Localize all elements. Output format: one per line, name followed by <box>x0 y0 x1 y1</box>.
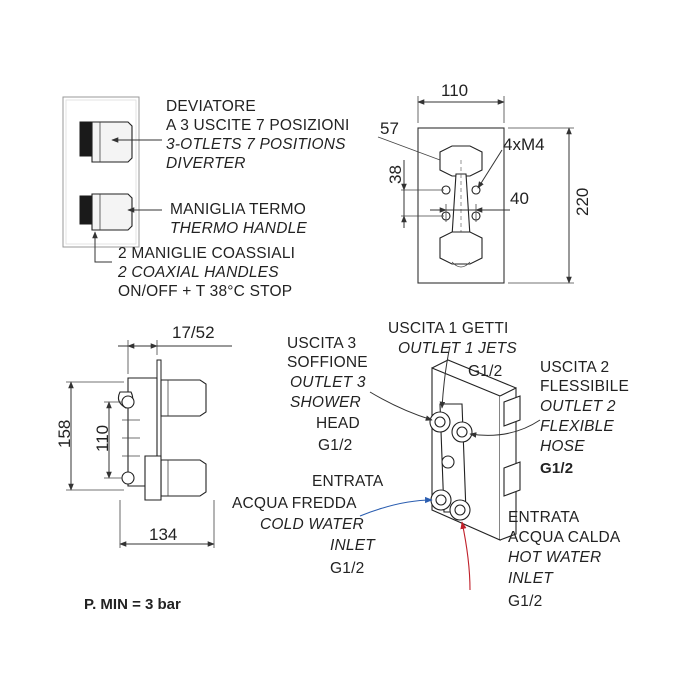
cold-leader <box>359 496 433 517</box>
deviator-label-1: DEVIATORE <box>166 98 256 115</box>
out2-label-6: G1/2 <box>540 460 573 477</box>
front-dimension-drawing <box>417 127 505 284</box>
hot-label-3: HOT WATER <box>508 549 601 566</box>
coaxial-label-1: 2 MANIGLIE COASSIALI <box>118 245 295 262</box>
coaxial-label-3: ON/OFF + T 38°C STOP <box>118 283 292 300</box>
out3-label-4: SHOWER <box>290 394 361 411</box>
isometric-drawing <box>429 359 521 541</box>
out1-label-2: OUTLET 1 JETS <box>398 340 517 357</box>
out2-label-2: FLESSIBILE <box>540 378 629 395</box>
out1-leader <box>439 345 451 409</box>
front-plate-drawing <box>62 96 140 248</box>
cold-label-2: ACQUA FREDDA <box>232 495 357 512</box>
cold-label-5: G1/2 <box>330 560 364 577</box>
coaxial-leader <box>92 231 112 263</box>
out1-label-3: G1/2 <box>468 363 502 380</box>
out3-leader <box>369 391 433 421</box>
thermo-label-2: THERMO HANDLE <box>170 220 307 237</box>
coaxial-label-2: 2 COAXIAL HANDLES <box>117 264 279 281</box>
side-view-drawing <box>117 359 207 501</box>
out1-label-1: USCITA 1 GETTI <box>388 320 509 337</box>
out3-label-5: HEAD <box>316 415 360 432</box>
screws-label: 4xM4 <box>503 135 545 154</box>
pressure-note: P. MIN = 3 bar <box>84 596 181 613</box>
dim-134-label: 134 <box>149 525 177 544</box>
deviator-label-2: A 3 USCITE 7 POSIZIONI <box>166 117 350 134</box>
out2-label-3: OUTLET 2 <box>540 398 616 415</box>
hot-label-1: ENTRATA <box>508 509 580 526</box>
hot-label-2: ACQUA CALDA <box>508 529 621 546</box>
out3-label-2: SOFFIONE <box>287 354 368 371</box>
dim-57-label: 57 <box>380 119 399 138</box>
dim-38-label: 38 <box>386 165 405 184</box>
out2-leader <box>469 419 541 438</box>
out2-label-1: USCITA 2 <box>540 359 609 376</box>
dim-110-side-label: 110 <box>93 425 112 452</box>
hot-label-4: INLET <box>508 570 554 587</box>
out3-label-3: OUTLET 3 <box>290 374 366 391</box>
out3-label-1: USCITA 3 <box>287 335 356 352</box>
hot-label-5: G1/2 <box>508 593 542 610</box>
dim-17-52-label: 17/52 <box>172 323 215 342</box>
out2-label-5: HOSE <box>540 438 585 455</box>
thermo-label-1: MANIGLIA TERMO <box>170 201 306 218</box>
deviator-label-4: DIVERTER <box>166 155 246 172</box>
out3-label-6: G1/2 <box>318 437 352 454</box>
dim-220-label: 220 <box>573 188 592 216</box>
deviator-label-3: 3-OTLETS 7 POSITIONS <box>166 136 346 153</box>
dim-40-label: 40 <box>510 189 529 208</box>
dim-110-label: 110 <box>441 81 468 100</box>
cold-label-1: ENTRATA <box>312 473 384 490</box>
dim-158-label: 158 <box>55 420 74 448</box>
out2-label-4: FLEXIBLE <box>540 418 614 435</box>
cold-label-3: COLD WATER <box>260 516 364 533</box>
cold-label-4: INLET <box>330 537 376 554</box>
hot-leader <box>460 521 471 591</box>
